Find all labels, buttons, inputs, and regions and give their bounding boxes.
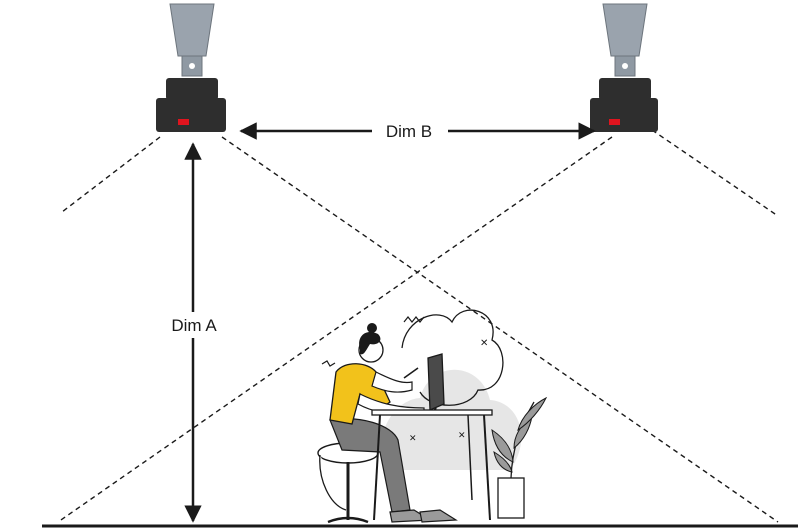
coverage-cones bbox=[57, 129, 779, 523]
dim-a-label: Dim A bbox=[171, 316, 217, 335]
sensor-right-mount bbox=[602, 3, 648, 57]
thought-loop bbox=[401, 309, 504, 406]
doodle-mark: ✕ bbox=[409, 433, 417, 443]
stool-base bbox=[327, 516, 369, 524]
sensor-right bbox=[590, 3, 658, 132]
indicator-light bbox=[178, 119, 189, 125]
desk-top bbox=[371, 409, 493, 416]
dim-a-label-bg bbox=[160, 312, 228, 338]
cone-right-inner bbox=[57, 136, 613, 523]
doodle-mark: ✕ bbox=[458, 430, 466, 440]
desk-leg bbox=[467, 414, 473, 501]
person-at-desk-illustration: ✕ ✕ ✕ bbox=[317, 309, 548, 524]
stool-skirt bbox=[319, 454, 347, 511]
sensor-right-top bbox=[599, 78, 651, 100]
desk-leg bbox=[373, 414, 381, 521]
doodle-mark: ✕ bbox=[480, 338, 488, 349]
hair-bun bbox=[367, 323, 377, 333]
cone-left-inner bbox=[221, 136, 779, 523]
plant-leaf bbox=[493, 450, 513, 473]
doodle bbox=[403, 316, 425, 323]
desk-leg bbox=[483, 414, 491, 521]
cone-right-outer bbox=[651, 129, 779, 217]
sensor-right-body bbox=[590, 98, 658, 132]
sensor-left-top bbox=[166, 78, 218, 100]
person-shoes bbox=[419, 509, 458, 523]
sensor-right-bolt bbox=[622, 63, 628, 69]
indicator-light bbox=[609, 119, 620, 125]
plant-leaf bbox=[517, 396, 548, 432]
person-hair bbox=[359, 331, 381, 355]
sensor-left-mount bbox=[169, 3, 215, 57]
cone-left-outer bbox=[61, 136, 161, 213]
dim-b-label: Dim B bbox=[386, 122, 432, 141]
dim-b-label-bg bbox=[372, 118, 448, 144]
doodle bbox=[321, 360, 336, 367]
sensor-left-bolt bbox=[189, 63, 195, 69]
stylus bbox=[403, 367, 419, 379]
plant-pot bbox=[497, 477, 525, 519]
monitor bbox=[427, 353, 445, 411]
person-arm bbox=[371, 371, 413, 393]
sensor-left-body bbox=[156, 98, 226, 132]
plant-leaf bbox=[491, 428, 514, 463]
sensor-left bbox=[156, 3, 226, 132]
